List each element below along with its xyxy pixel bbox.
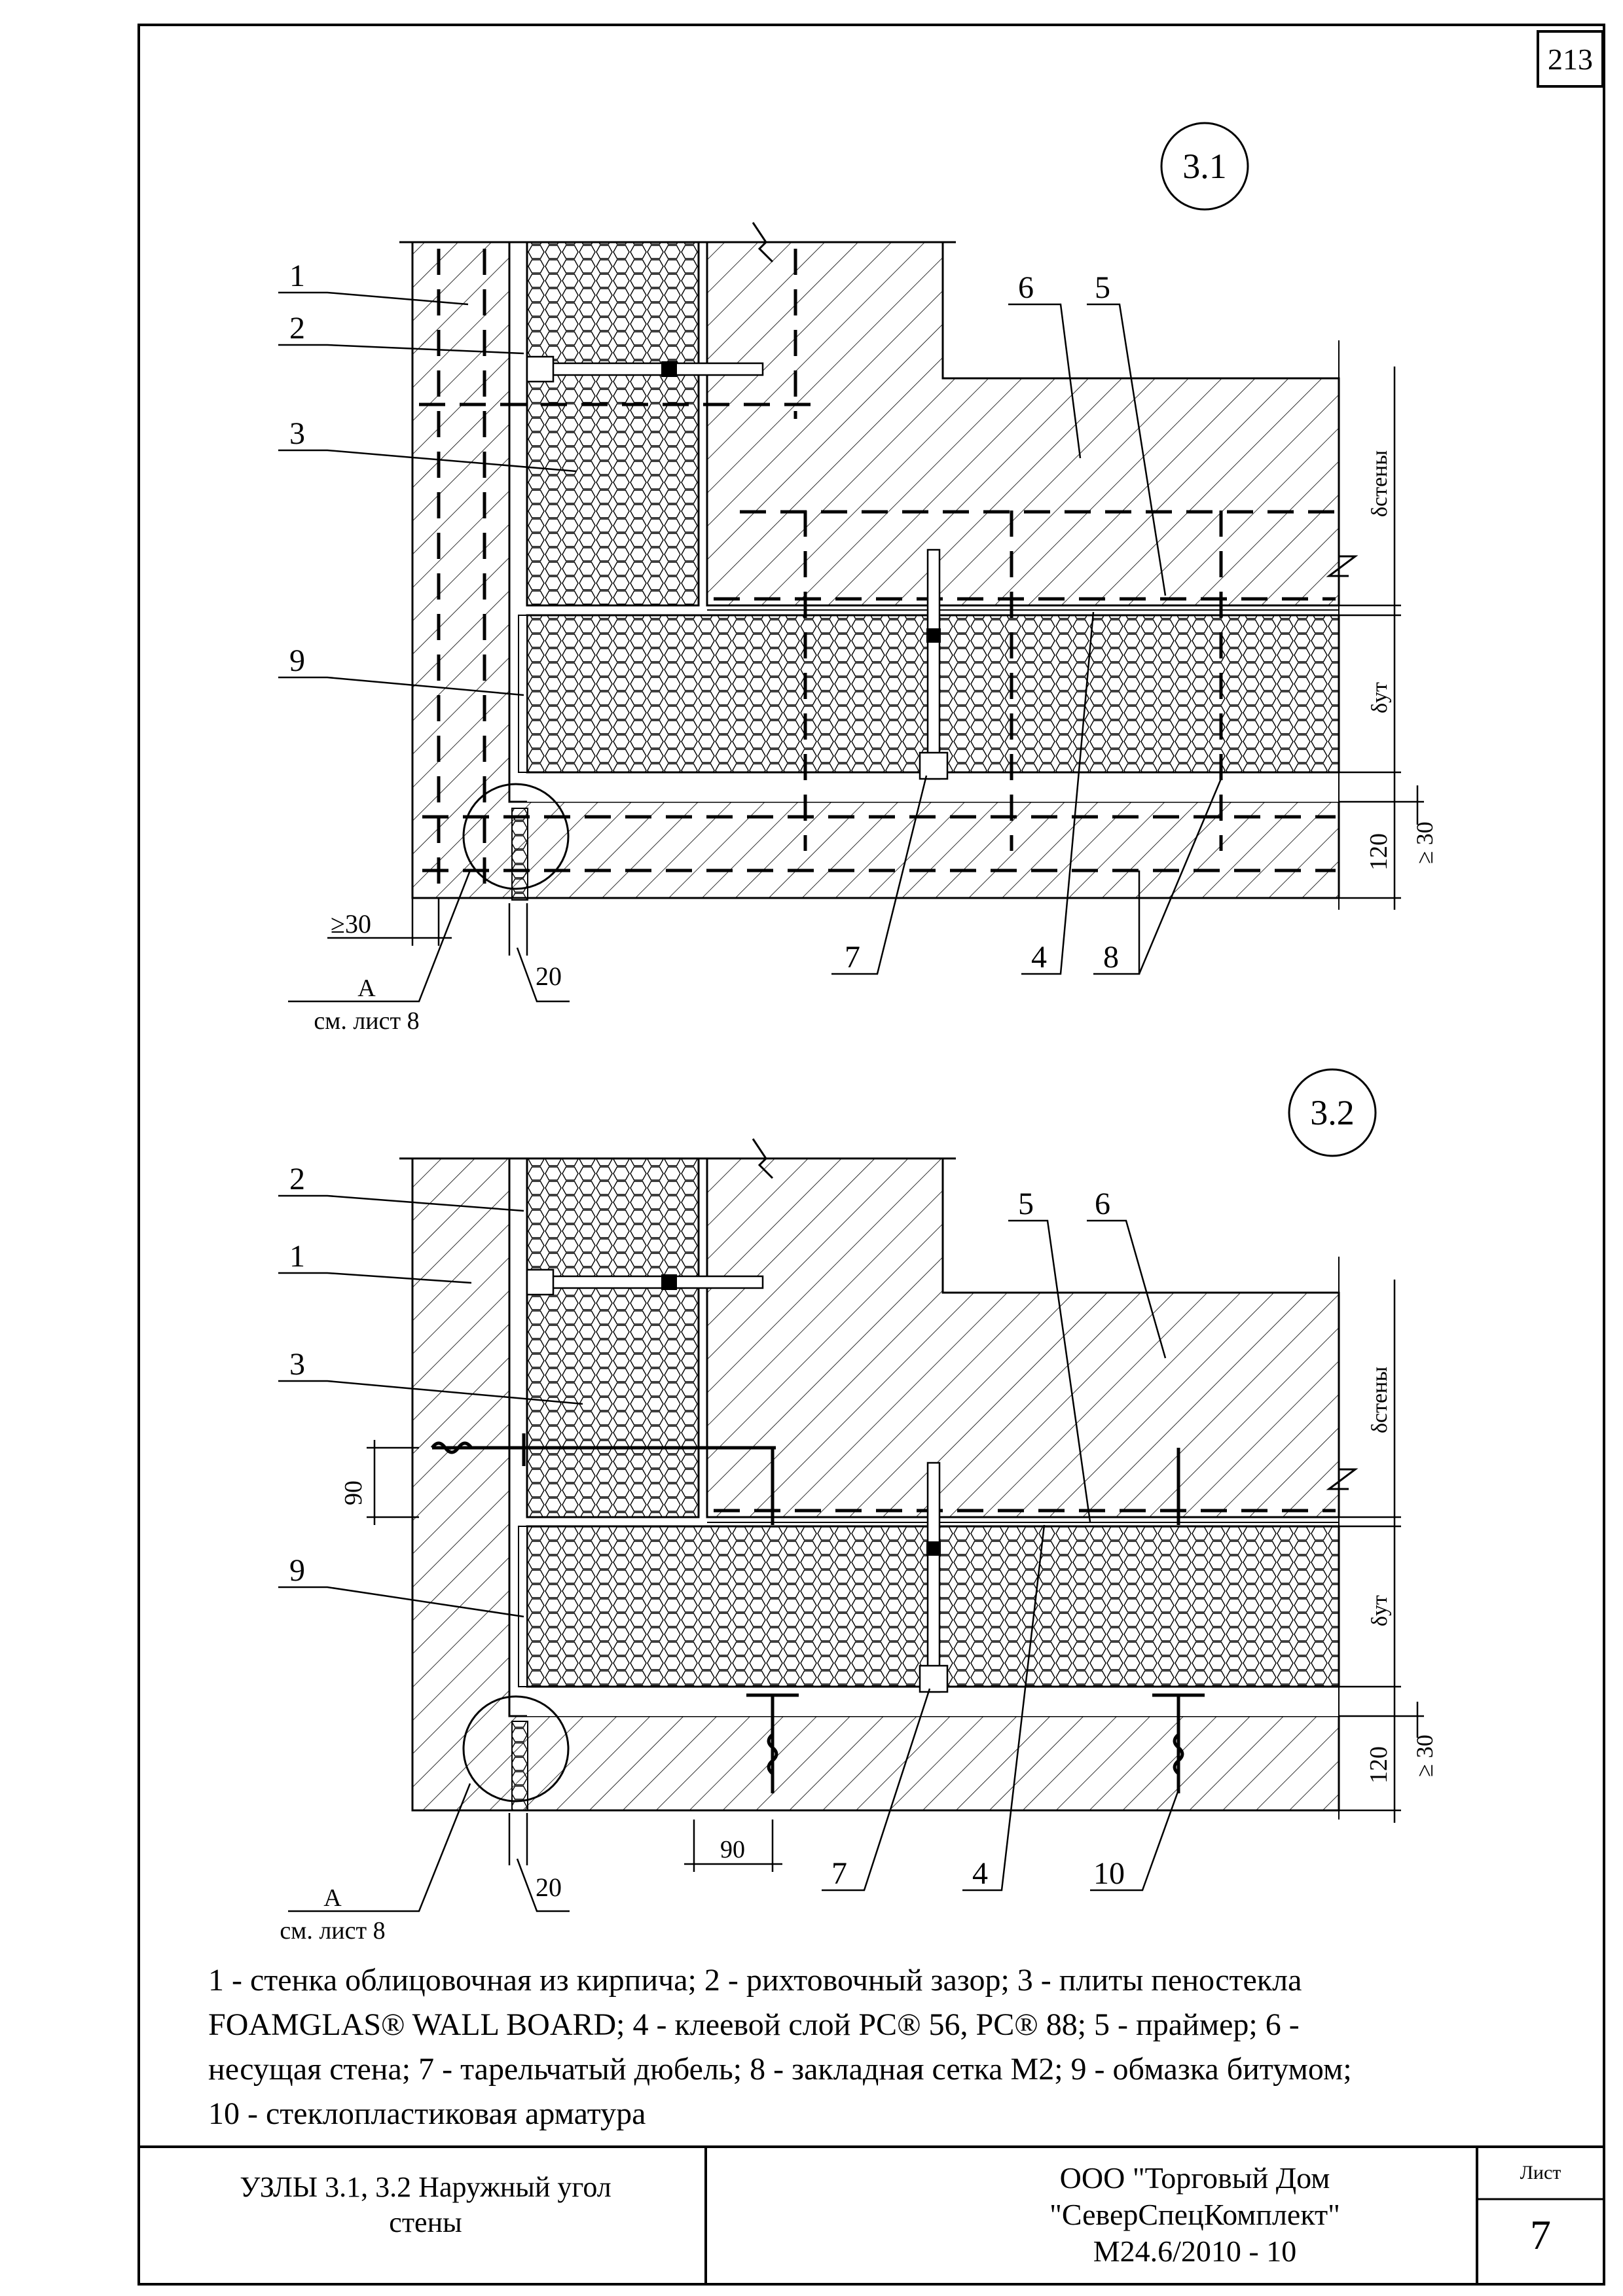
list-label: Лист <box>1520 2162 1561 2183</box>
node-label-3-1: 3.1 <box>1182 147 1227 186</box>
callout-32-10: 10 <box>1093 1856 1125 1891</box>
dim-32-30: ≥ 30 <box>1412 1734 1438 1777</box>
callout-31-7: 7 <box>845 940 860 975</box>
callout-32-4: 4 <box>972 1856 988 1891</box>
callout-32-1: 1 <box>289 1239 305 1274</box>
callout-32-7: 7 <box>831 1856 847 1891</box>
dim-32-90-vertical: 90 <box>340 1480 367 1505</box>
detail-3-1: 3.1 <box>278 122 1438 1035</box>
dim-32-90-horizontal: 90 <box>720 1836 745 1863</box>
callout-32-2: 2 <box>289 1162 305 1196</box>
page-number: 7 <box>1530 2212 1551 2258</box>
sheet-number: 213 <box>1537 30 1604 88</box>
dim-32-delta-wall: δстены <box>1368 1367 1392 1433</box>
legend-line-4: 10 - стеклопластиковая арматура <box>208 2096 646 2131</box>
dim-31-30-left: ≥30 <box>331 909 371 939</box>
dim-32-20: 20 <box>536 1873 562 1902</box>
org-line-1: ООО "Торговый Дом <box>1059 2161 1330 2195</box>
legend-line-3: несущая стена; 7 - тарельчатый дюбель; 8… <box>208 2052 1352 2087</box>
ref-32-a: А <box>323 1884 342 1912</box>
legend-line-1: 1 - стенка облицовочная из кирпича; 2 - … <box>208 1963 1302 1998</box>
callout-31-2: 2 <box>289 311 305 346</box>
callout-31-1: 1 <box>289 259 305 293</box>
ref-31-a: А <box>357 975 376 1002</box>
title-block-org: ООО "Торговый Дом "СеверСпецКомплект" М2… <box>913 2160 1476 2270</box>
ref-32-see: см. лист 8 <box>280 1917 385 1945</box>
org-line-2: "СеверСпецКомплект" <box>1049 2198 1340 2231</box>
dim-31-delta-wall: δстены <box>1368 450 1392 517</box>
callout-32-6: 6 <box>1095 1187 1110 1221</box>
dim-31-20: 20 <box>536 961 562 991</box>
detail-3-2: 3.2 <box>278 1068 1438 1945</box>
doc-code: М24.6/2010 - 10 <box>1093 2234 1297 2268</box>
dim-32-delta-ins: δут <box>1368 1595 1392 1626</box>
callout-31-3: 3 <box>289 416 305 451</box>
callout-31-9: 9 <box>289 643 305 678</box>
node-label-3-2: 3.2 <box>1310 1093 1355 1132</box>
callout-32-3: 3 <box>289 1347 305 1382</box>
dim-31-delta-ins: δут <box>1368 682 1392 713</box>
dim-31-30: ≥ 30 <box>1412 821 1438 864</box>
title-line-2: стены <box>389 2206 462 2238</box>
dim-31-120: 120 <box>1365 833 1393 870</box>
callout-32-5: 5 <box>1018 1187 1034 1221</box>
legend-line-2: FOAMGLAS® WALL BOARD; 4 - клеевой слой P… <box>208 2007 1300 2042</box>
title-block-title: УЗЛЫ 3.1, 3.2 Наружный угол стены <box>144 2170 707 2240</box>
callout-31-4: 4 <box>1031 940 1047 975</box>
callout-31-6: 6 <box>1018 270 1034 305</box>
callout-31-8: 8 <box>1103 940 1119 975</box>
legend: 1 - стенка облицовочная из кирпича; 2 - … <box>208 1958 1540 2136</box>
title-line-1: УЗЛЫ 3.1, 3.2 Наружный угол <box>240 2171 611 2203</box>
dim-32-120: 120 <box>1365 1746 1393 1784</box>
callout-31-5: 5 <box>1095 270 1110 305</box>
sheet-frame <box>137 24 1605 2286</box>
ref-31-see: см. лист 8 <box>314 1007 419 1035</box>
callout-32-9: 9 <box>289 1553 305 1588</box>
